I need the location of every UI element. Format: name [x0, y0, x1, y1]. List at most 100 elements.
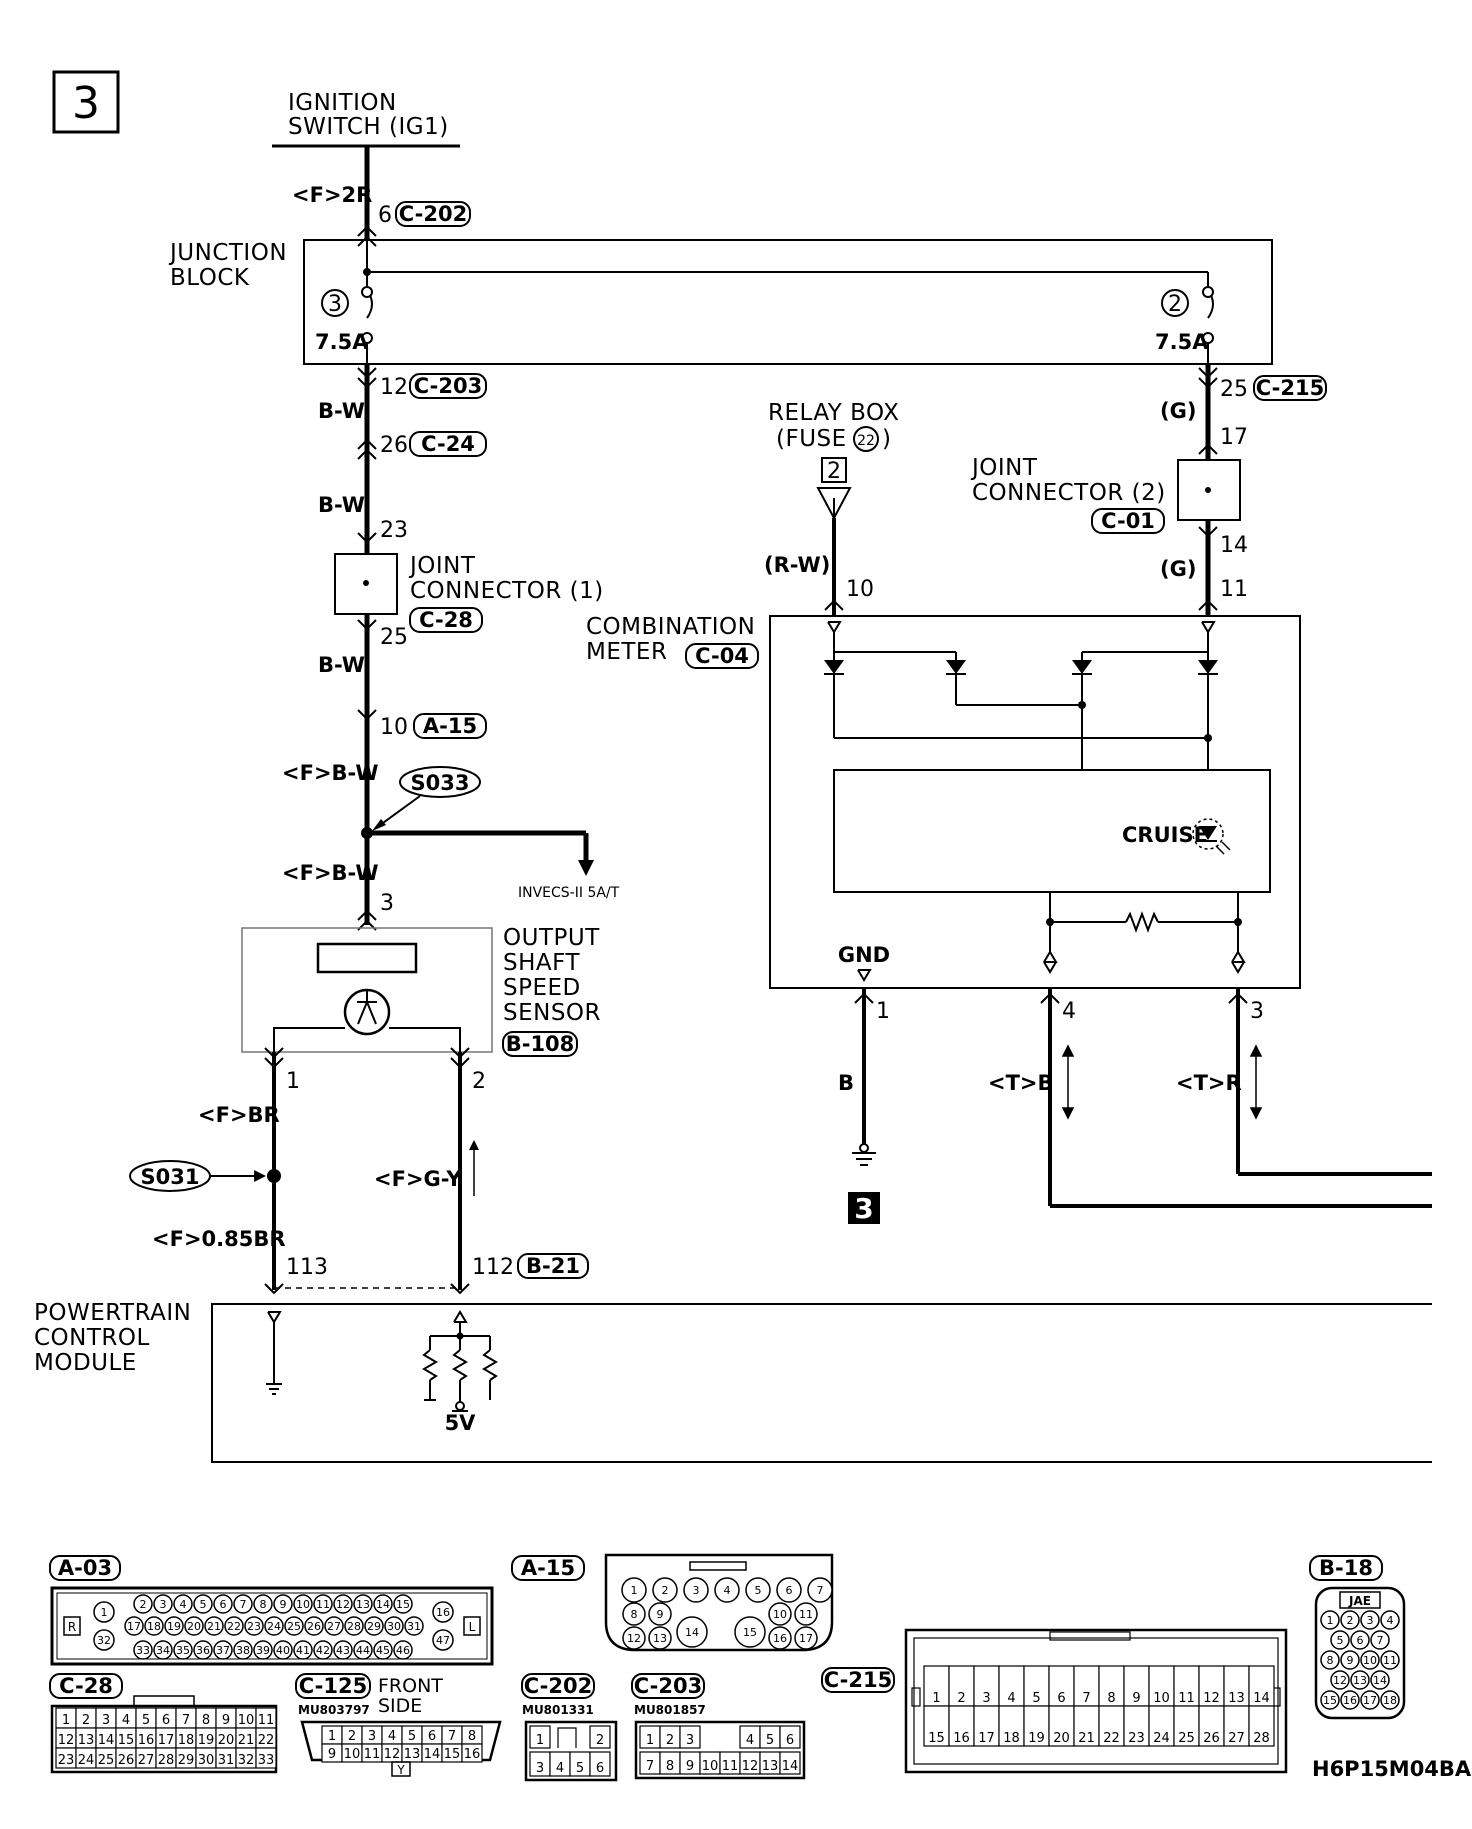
connector-a03-row3-pin	[313, 1640, 333, 1660]
sensor-connector-chevrons	[264, 1047, 470, 1295]
connector-b18-pin	[1380, 1650, 1400, 1670]
combination-meter-label-2: METER	[586, 639, 667, 665]
tag-a15-view-box	[511, 1555, 585, 1581]
speed-sensor-internals	[273, 990, 461, 1052]
connector-b18-pin	[1340, 1610, 1360, 1630]
connector-c125-pin-label: 15	[444, 1747, 461, 1762]
connector-a03-row1-pin	[193, 1594, 213, 1614]
connector-c28-pin-label: 29	[178, 1753, 195, 1768]
tag-c215-view: C-215	[824, 1668, 892, 1692]
relay-box-arrow	[816, 487, 852, 521]
connector-c215-pin-label: 7	[1082, 1691, 1090, 1706]
connector-c215-cell	[1123, 1665, 1150, 1707]
connector-a03-row1-pin	[133, 1594, 153, 1614]
connector-c28-pin-label: 22	[258, 1733, 275, 1748]
connector-c215-pin-label: 18	[1003, 1731, 1020, 1746]
bidirectional-arrows	[1061, 1044, 1263, 1120]
connector-c203-top-left-pin-label: 3	[686, 1733, 694, 1748]
connector-c215-pin-label: 13	[1228, 1691, 1245, 1706]
connector-c215-pin-label: 9	[1132, 1691, 1140, 1706]
connector-a03-row1-pin	[153, 1594, 173, 1614]
connector-c215-pin-label: 20	[1053, 1731, 1070, 1746]
connector-a03-row1-pin-label: 14	[376, 1598, 390, 1611]
connector-a03-row2-pin	[124, 1616, 144, 1636]
connector-c28-pin-label: 8	[202, 1713, 210, 1728]
fuse-right-number-circle	[1161, 289, 1189, 317]
connector-c28-pin-label: 27	[138, 1753, 155, 1768]
meter-node-d	[1234, 918, 1242, 926]
connector-c203-bottom-pin-label: 11	[722, 1759, 739, 1774]
fuse-left-number: 3	[328, 292, 342, 317]
fuse-right-terminal-a	[1202, 286, 1214, 298]
connector-c125-note-2: SIDE	[378, 1695, 422, 1717]
fuse-right-rating: 7.5A	[1155, 330, 1209, 354]
connector-c202-bottom-pin-label: 4	[556, 1761, 564, 1776]
tag-c203: C-203	[414, 374, 482, 398]
connector-c203-top-right-cell	[779, 1725, 801, 1749]
connector-a15-row3c-pin	[734, 1616, 766, 1648]
speed-sensor-box	[241, 927, 493, 1053]
connector-a03-row1-pin-label: 4	[180, 1598, 187, 1611]
connector-c202-top-right-cell	[589, 1725, 611, 1749]
connector-a03-row3-pin	[213, 1640, 233, 1660]
meter-output-wires	[862, 988, 1432, 1208]
connector-c28-pin-label: 6	[162, 1713, 170, 1728]
connector-a03-row2-pin	[284, 1616, 304, 1636]
meter-diodes	[824, 660, 1218, 674]
connector-a03-row2-pin	[304, 1616, 324, 1636]
connector-b18-pin	[1360, 1650, 1380, 1670]
tag-c28-view-box	[49, 1673, 123, 1699]
connector-a03-row1-pin-label: 6	[220, 1598, 227, 1611]
relay-box-chevron	[824, 599, 844, 611]
connector-c215-pin-label: 21	[1078, 1731, 1095, 1746]
junction-block-label-2: BLOCK	[170, 265, 250, 291]
connector-b18-pin	[1350, 1630, 1370, 1650]
connector-c215-latch	[1049, 1631, 1131, 1641]
connector-c125-pin-label: 5	[408, 1729, 416, 1744]
connector-c28-pin-label: 14	[98, 1733, 115, 1748]
connector-a03-row2-pin	[344, 1616, 364, 1636]
tag-c215: C-215	[1256, 376, 1324, 400]
connector-a15-body	[604, 1553, 834, 1652]
connector-b18-pin-label: 14	[1373, 1674, 1387, 1687]
connector-a15-row3a-pin	[648, 1626, 672, 1650]
connector-a03-right-top-pin-label: 16	[436, 1606, 450, 1619]
pin-26: 26	[380, 433, 408, 458]
tag-b18-box	[1309, 1555, 1383, 1581]
connector-c28-pin-label: 12	[58, 1733, 75, 1748]
wire-fgy: <F>G-Y	[374, 1167, 462, 1191]
tag-c24-box	[409, 431, 487, 457]
connector-a03-left-mark: R	[68, 1620, 76, 1634]
connector-c215-cell	[1048, 1665, 1075, 1707]
connector-c28-pin-label: 23	[58, 1753, 75, 1768]
connector-c28-pin-label: 33	[258, 1753, 275, 1768]
connector-a03-row2-pin-label: 25	[287, 1620, 301, 1633]
connector-c215-pin-label: 14	[1253, 1691, 1270, 1706]
connector-c202-bottom-pin-label: 6	[596, 1761, 604, 1776]
connector-c28-pin-label: 13	[78, 1733, 95, 1748]
junction-block-label-1: JUNCTION	[168, 240, 287, 266]
connector-c28-pin-label: 18	[178, 1733, 195, 1748]
connector-a03-left-top-pin	[93, 1601, 115, 1623]
connector-a15-row1-pin	[652, 1577, 678, 1603]
sensor-label-4: SENSOR	[503, 1000, 601, 1026]
relay-box-fuse-circle	[853, 426, 879, 452]
connector-a03-row1-pin	[253, 1594, 273, 1614]
connector-a15-row1-pin-label: 3	[693, 1584, 700, 1597]
pcm-internal-circuit	[266, 1310, 498, 1402]
connector-a03-row2-pin	[244, 1616, 264, 1636]
tag-c203-view: C-203	[634, 1674, 702, 1698]
pin-17: 17	[1220, 425, 1248, 450]
joint-connector-1-label-2: CONNECTOR (1)	[410, 578, 604, 604]
connector-c215-pin-label: 5	[1032, 1691, 1040, 1706]
connector-a03-row2-pin	[384, 1616, 404, 1636]
joint-connector-1-label-1: JOINT	[408, 553, 476, 579]
connector-a03-row1-pin	[373, 1594, 393, 1614]
cruise-label: CRUISE	[1122, 823, 1208, 847]
connector-a03-row2-pin-label: 26	[307, 1620, 321, 1633]
connector-a03-row1-pin	[293, 1594, 313, 1614]
meter-gauge-block	[833, 769, 1271, 893]
ground-ref-box	[848, 1192, 880, 1224]
tag-c28-box	[409, 607, 483, 633]
connector-a03-row3-pin	[373, 1640, 393, 1660]
